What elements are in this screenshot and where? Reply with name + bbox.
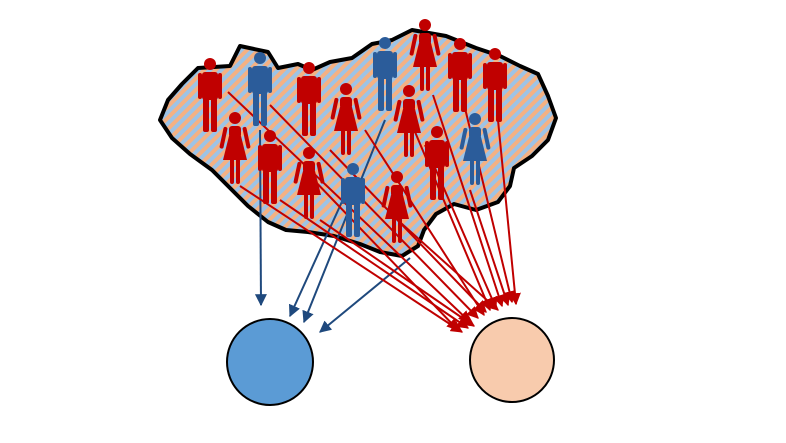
man-figure-icon — [248, 52, 272, 126]
red-arrows — [227, 91, 521, 333]
red-arrow — [424, 144, 498, 310]
red-arrow — [239, 185, 464, 333]
red-arrow — [309, 175, 459, 331]
red-arrow — [319, 219, 475, 327]
man-figure-icon — [297, 62, 321, 136]
red-arrow — [409, 119, 492, 312]
woman-figure-icon — [409, 19, 441, 91]
man-figure-icon — [483, 48, 507, 122]
woman-figure-icon — [381, 171, 413, 243]
woman-figure-icon — [393, 85, 425, 157]
man-figure-icon — [258, 130, 282, 204]
man-figure-icon — [448, 38, 472, 112]
woman-figure-icon — [330, 83, 362, 155]
population-figures — [198, 19, 507, 243]
red-arrow — [469, 189, 511, 307]
red-arrow — [269, 104, 479, 319]
man-figure-icon — [425, 126, 449, 200]
man-figure-icon — [373, 37, 397, 111]
woman-figure-icon — [459, 113, 491, 185]
red-arrow — [497, 119, 521, 306]
man-figure-icon — [341, 163, 365, 237]
blue-arrow — [302, 119, 386, 324]
man-figure-icon — [198, 58, 222, 132]
peach-group-circle — [469, 317, 555, 403]
red-arrow — [432, 94, 505, 308]
blue-group-circle — [226, 318, 314, 406]
red-arrow — [391, 214, 499, 311]
woman-figure-icon — [219, 112, 251, 184]
blue-arrows — [254, 119, 411, 333]
blue-arrow — [289, 194, 346, 318]
red-arrow — [364, 129, 485, 317]
woman-figure-icon — [293, 147, 325, 219]
blue-arrow — [319, 257, 411, 333]
